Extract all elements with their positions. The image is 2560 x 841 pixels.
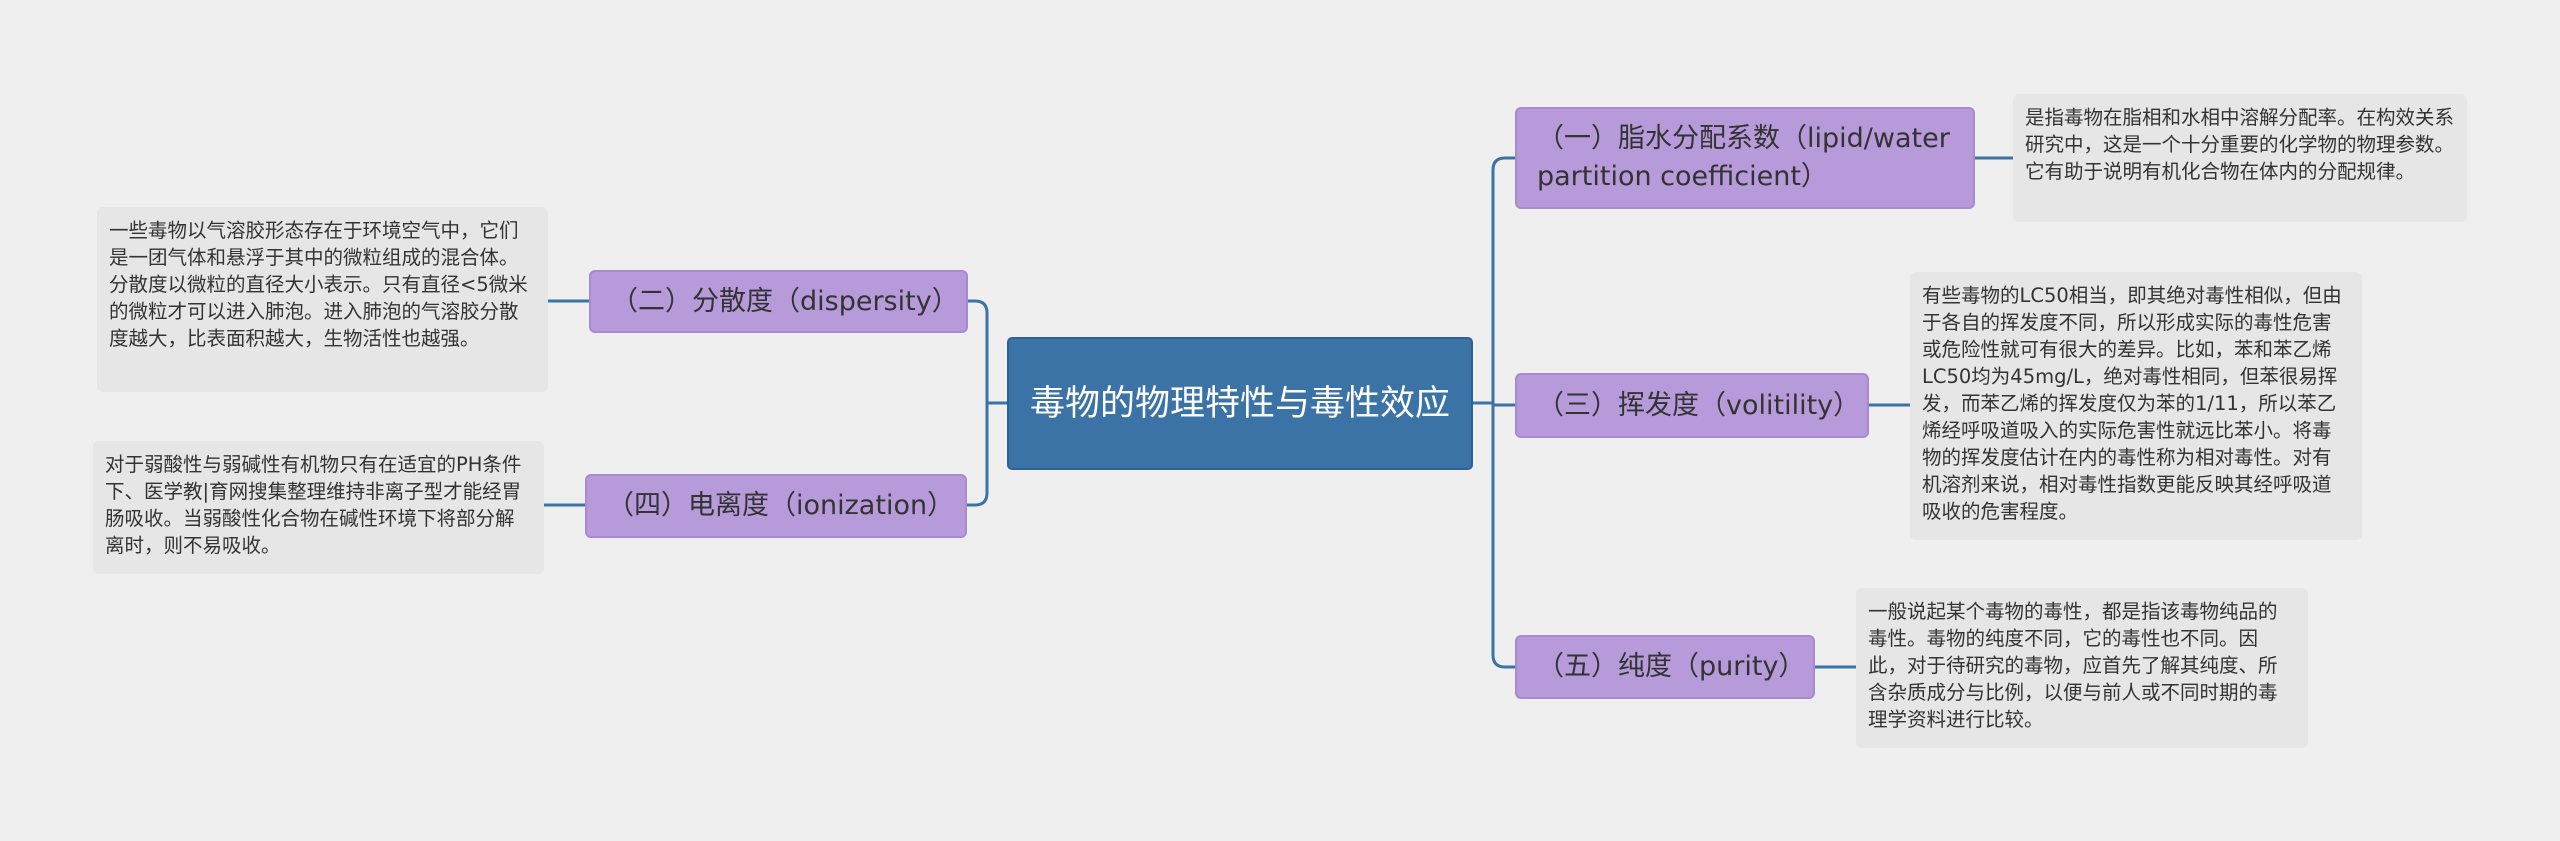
note-text: 对于弱酸性与弱碱性有机物只有在适宜的PH条件下、医学教|育网搜集整理维持非离子型… xyxy=(105,453,522,557)
topic-label: （四）电离度（ionization） xyxy=(607,490,955,521)
connector-to-topic-5 xyxy=(1491,654,1515,669)
topic-lipid-water-partition[interactable]: （一）脂水分配系数（lipid/water partition coeffici… xyxy=(1515,107,1975,209)
topic-dispersity[interactable]: （二）分散度（dispersity） xyxy=(589,270,968,333)
topic-label: （二）分散度（dispersity） xyxy=(611,285,959,317)
note-text: 是指毒物在脂相和水相中溶解分配率。在构效关系研究中，这是一个十分重要的化学物的物… xyxy=(2025,106,2455,183)
note-purity[interactable]: 一般说起某个毒物的毒性，都是指该毒物纯品的毒性。毒物的纯度不同，它的毒性也不同。… xyxy=(1856,588,2308,748)
note-volitility[interactable]: 有些毒物的LC50相当，即其绝对毒性相似，但由于各自的挥发度不同，所以形成实际的… xyxy=(1910,272,2362,540)
connector-to-topic-2 xyxy=(968,299,989,314)
topic-volitility[interactable]: （三）挥发度（volitility） xyxy=(1515,373,1869,438)
topic-ionization[interactable]: （四）电离度（ionization） xyxy=(585,474,967,538)
central-topic-label: 毒物的物理特性与毒性效应 xyxy=(1029,383,1450,424)
note-text: 有些毒物的LC50相当，即其绝对毒性相似，但由于各自的挥发度不同，所以形成实际的… xyxy=(1922,284,2342,523)
note-text: 一些毒物以气溶胶形态存在于环境空气中，它们是一团气体和悬浮于其中的微粒组成的混合… xyxy=(109,219,528,350)
note-lipid-water-partition[interactable]: 是指毒物在脂相和水相中溶解分配率。在构效关系研究中，这是一个十分重要的化学物的物… xyxy=(2013,94,2467,222)
central-topic[interactable]: 毒物的物理特性与毒性效应 xyxy=(1007,337,1473,470)
note-ionization[interactable]: 对于弱酸性与弱碱性有机物只有在适宜的PH条件下、医学教|育网搜集整理维持非离子型… xyxy=(93,441,544,574)
connector-to-topic-1 xyxy=(1491,156,1515,171)
topic-purity[interactable]: （五）纯度（purity） xyxy=(1515,635,1815,699)
topic-label: （一）脂水分配系数（lipid/water partition coeffici… xyxy=(1537,123,1950,192)
note-text: 一般说起某个毒物的毒性，都是指该毒物纯品的毒性。毒物的纯度不同，它的毒性也不同。… xyxy=(1868,600,2278,731)
connector-to-topic-4 xyxy=(967,492,989,507)
topic-label: （三）挥发度（volitility） xyxy=(1537,389,1861,421)
topic-label: （五）纯度（purity） xyxy=(1537,651,1806,682)
note-dispersity[interactable]: 一些毒物以气溶胶形态存在于环境空气中，它们是一团气体和悬浮于其中的微粒组成的混合… xyxy=(97,207,548,392)
